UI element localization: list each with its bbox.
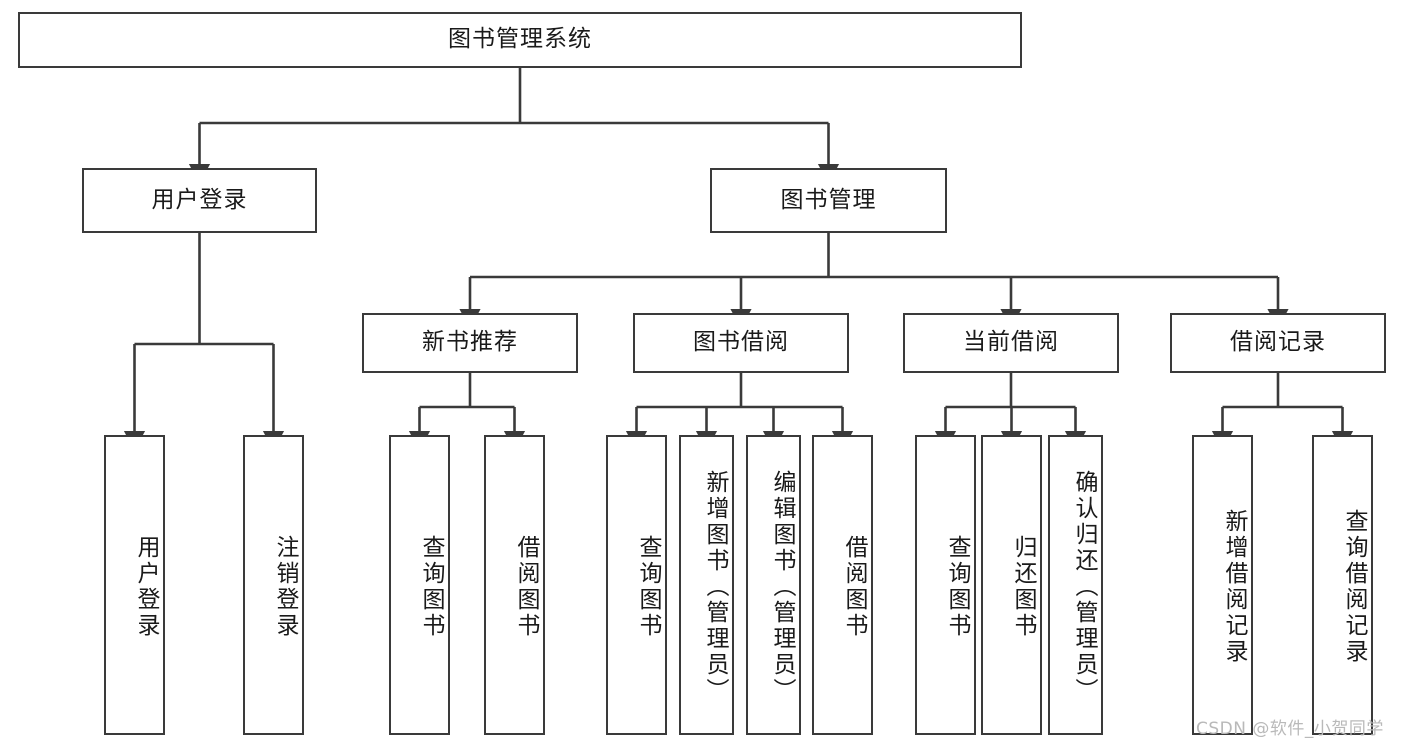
node-leaf-user-login[interactable]: 用户登录 xyxy=(104,435,165,735)
node-book-manage[interactable]: 图书管理 xyxy=(710,168,947,233)
node-label: 借阅图书 xyxy=(841,535,867,639)
node-label: 查询图书 xyxy=(635,535,661,639)
node-label: 查询图书 xyxy=(944,535,970,639)
node-borrow-record[interactable]: 借阅记录 xyxy=(1170,313,1386,373)
node-leaf-edit-book[interactable]: 编辑图书（管理员） xyxy=(746,435,801,735)
node-label: 图书管理 xyxy=(780,186,877,213)
node-label: 确认归还（管理员） xyxy=(1071,470,1097,704)
node-leaf-add-book[interactable]: 新增图书（管理员） xyxy=(679,435,734,735)
node-leaf-query-book-2[interactable]: 查询图书 xyxy=(606,435,667,735)
node-root[interactable]: 图书管理系统 xyxy=(18,12,1022,68)
node-book-borrow[interactable]: 图书借阅 xyxy=(633,313,849,373)
node-label: 新增借阅记录 xyxy=(1221,509,1247,665)
node-label: 借阅记录 xyxy=(1230,329,1326,356)
csdn-watermark: CSDN @软件_小贺同学 xyxy=(1196,719,1384,739)
node-leaf-borrow-book-1[interactable]: 借阅图书 xyxy=(484,435,545,735)
node-label: 新书推荐 xyxy=(422,329,518,356)
node-label: 查询借阅记录 xyxy=(1341,509,1367,665)
node-label: 新增图书（管理员） xyxy=(702,470,728,704)
node-leaf-borrow-book-2[interactable]: 借阅图书 xyxy=(812,435,873,735)
node-leaf-return-book[interactable]: 归还图书 xyxy=(981,435,1042,735)
node-label: 编辑图书（管理员） xyxy=(769,470,795,704)
node-leaf-add-record[interactable]: 新增借阅记录 xyxy=(1192,435,1253,735)
node-leaf-query-book-3[interactable]: 查询图书 xyxy=(915,435,976,735)
node-label: 查询图书 xyxy=(418,535,444,639)
node-leaf-query-record[interactable]: 查询借阅记录 xyxy=(1312,435,1373,735)
node-label: 当前借阅 xyxy=(963,329,1059,356)
node-user-login[interactable]: 用户登录 xyxy=(82,168,317,233)
node-label: 借阅图书 xyxy=(513,535,539,639)
node-leaf-confirm-ret[interactable]: 确认归还（管理员） xyxy=(1048,435,1103,735)
node-label: 用户登录 xyxy=(151,186,248,213)
node-new-book-rec[interactable]: 新书推荐 xyxy=(362,313,578,373)
node-leaf-query-book-1[interactable]: 查询图书 xyxy=(389,435,450,735)
node-current-borrow[interactable]: 当前借阅 xyxy=(903,313,1119,373)
node-label: 图书管理系统 xyxy=(448,26,592,53)
node-label: 注销登录 xyxy=(272,535,298,639)
node-leaf-logout[interactable]: 注销登录 xyxy=(243,435,304,735)
node-label: 用户登录 xyxy=(133,535,159,639)
node-label: 归还图书 xyxy=(1010,535,1036,639)
node-label: 图书借阅 xyxy=(693,329,789,356)
